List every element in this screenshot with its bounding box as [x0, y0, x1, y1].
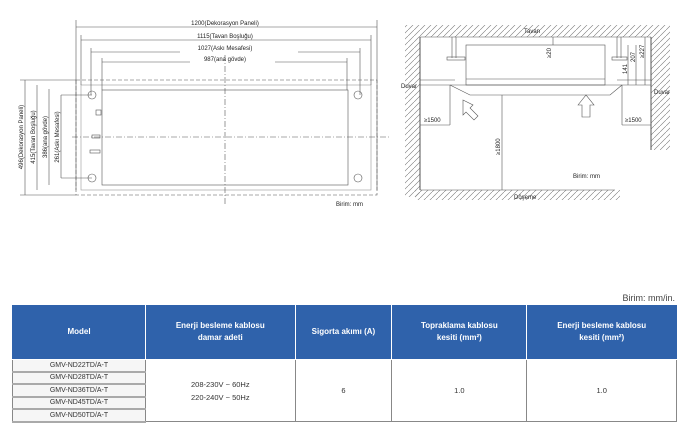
supply-cell: 1.0 [526, 359, 677, 422]
dim-227: ≥227 [640, 44, 646, 58]
dim-1200: 1200(Dekorasyon Paneli) [191, 21, 259, 27]
unit-label: Birim: mm [336, 202, 363, 208]
dim-141: 141 [623, 63, 629, 74]
ground-cell: 1.0 [391, 359, 528, 422]
ceiling-label: Tavan [524, 29, 540, 35]
table-row: GMV-ND36TD/A-T [12, 383, 677, 398]
header-ground: Topraklama kablosu kesiti (mm²) [391, 305, 528, 360]
right-clearance: ≥1500 [625, 118, 642, 124]
floor-label: Döşeme [514, 195, 537, 201]
model-cell: GMV-ND36TD/A-T [12, 383, 146, 398]
model-cell: GMV-ND28TD/A-T [12, 371, 146, 385]
wall-right-label: Duvar [654, 90, 670, 96]
model-cell: GMV-ND22TD/A-T [12, 359, 146, 373]
wall-left-label: Duvar [401, 84, 417, 90]
left-clearance: ≥1500 [424, 118, 441, 124]
dim-1115: 1115(Tavan Boşluğu) [197, 34, 253, 40]
dim-987: 987(ana gövde) [204, 57, 246, 63]
dim-496: 496(Dekorasyon Paneli) [19, 105, 25, 169]
height-clearance: ≥1800 [496, 138, 502, 155]
install-unit-label: Birim: mm [573, 174, 600, 180]
header-fuse: Sigorta akımı (A) [294, 305, 393, 360]
table-row: GMV-ND50TD/A-T [12, 408, 677, 423]
dim-415: 415(Tavan Boşluğu) [31, 110, 37, 163]
table-row: GMV-ND28TD/A-T [12, 371, 677, 385]
drawings: 1200(Dekorasyon Paneli) 1115(Tavan Boşlu… [19, 20, 670, 208]
airflow-out-arrow-icon [462, 99, 479, 121]
dim-1027: 1027(Askı Mesafesi) [198, 46, 253, 52]
table-row: GMV-ND45TD/A-T [12, 396, 677, 410]
dim-207: 207 [631, 51, 637, 62]
top-view-drawing [20, 20, 390, 205]
table-unit: Birim: mm/in. [622, 293, 676, 303]
airflow-in-arrow-icon [577, 94, 595, 118]
fuse-cell: 6 [294, 359, 393, 422]
dim-261: 261(Askı Mesafesi) [55, 111, 61, 162]
install-drawing [405, 25, 670, 200]
gap-top: ≥20 [547, 47, 553, 58]
electrical-table: Model Enerji besleme kablosu damar adeti… [12, 305, 677, 423]
header-supply: Enerji besleme kablosu kesiti (mm²) [526, 305, 677, 360]
header-cores: Enerji besleme kablosu damar adeti [145, 305, 296, 360]
header-model: Model [12, 305, 146, 360]
model-cell: GMV-ND50TD/A-T [12, 408, 146, 423]
dim-386: 386(ana gövde) [43, 116, 49, 158]
model-cell: GMV-ND45TD/A-T [12, 396, 146, 410]
